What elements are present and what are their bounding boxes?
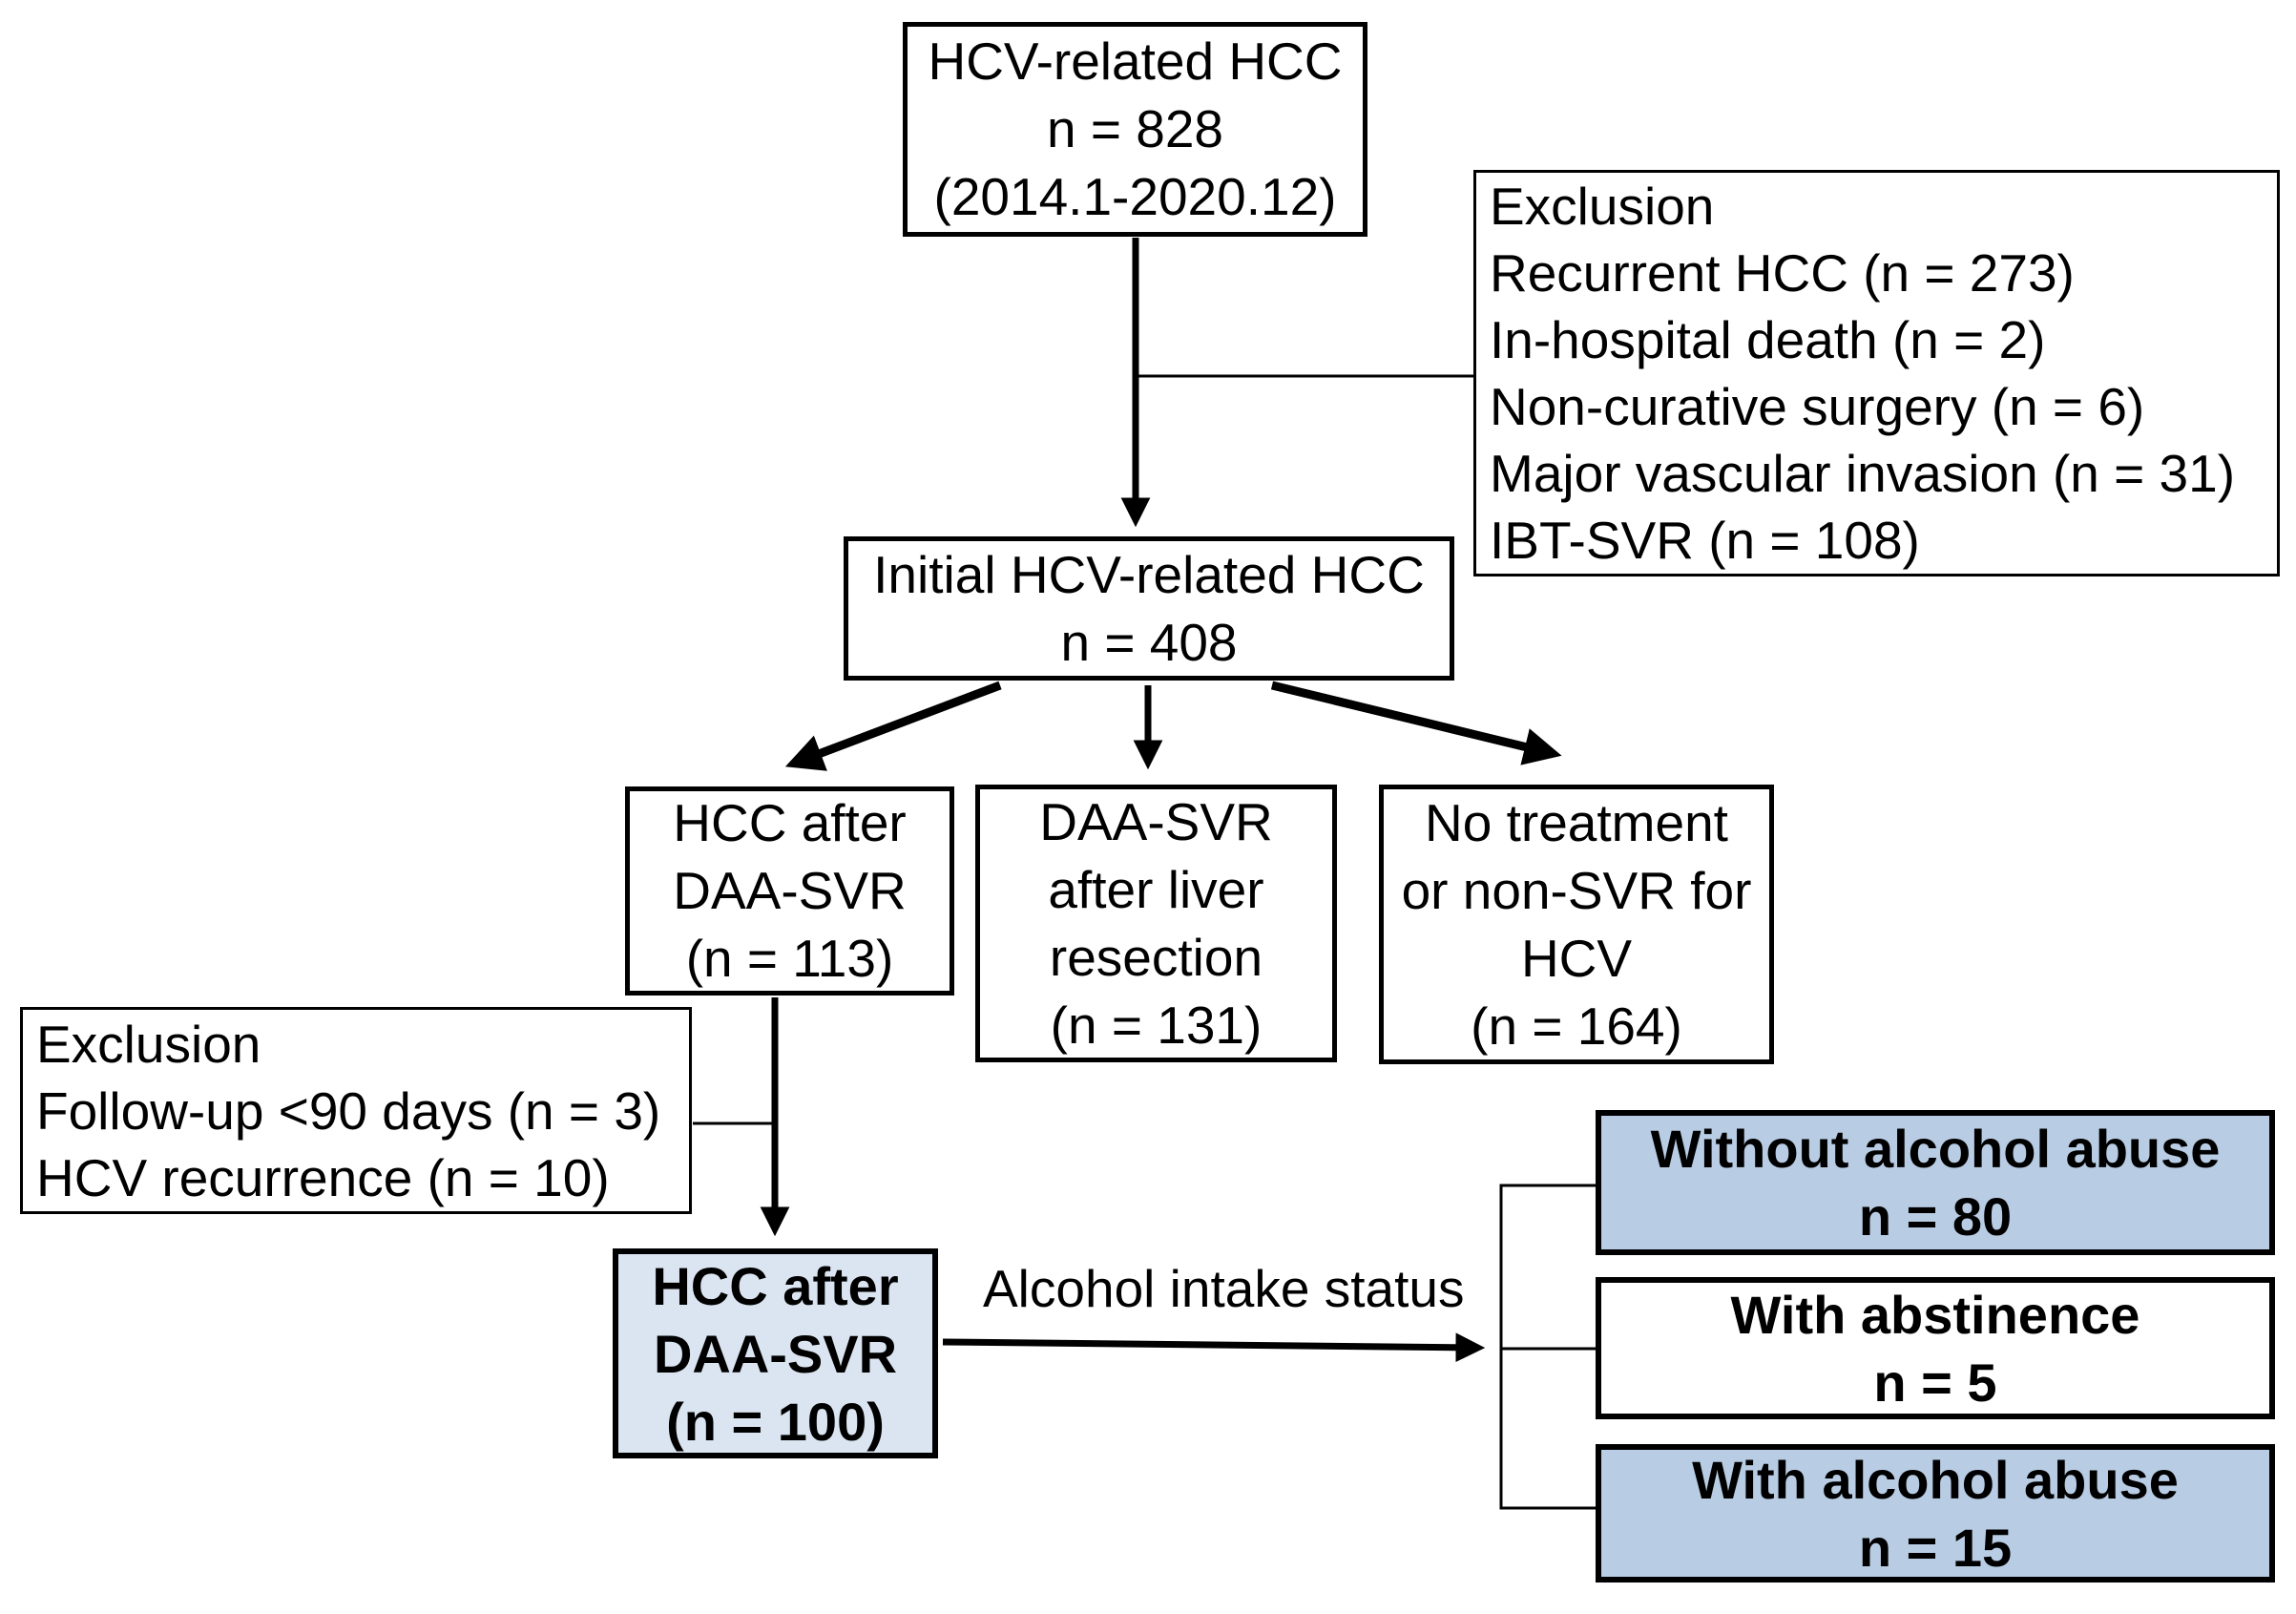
node-text-line: Major vascular invasion (n = 31) [1490,444,2236,503]
node-text-line: (n = 100) [666,1391,885,1452]
arrow-initial-to-hcc-after-daa-svr [784,681,1002,771]
node-exclusion-initial: Exclusion Recurrent HCC (n = 273) In-hos… [1473,170,2280,576]
bracket-alcohol-groups [1499,1184,1596,1510]
node-text-line: With abstinence [1730,1284,2140,1345]
node-text-line: Follow-up <90 days (n = 3) [36,1080,661,1141]
node-text-line: or non-SVR for [1401,860,1752,920]
node-text-line: (n = 164) [1471,996,1682,1056]
node-initial-hcv-related-hcc: Initial HCV-related HCC n = 408 [844,536,1454,681]
node-text-line: HCC after [652,1255,899,1316]
node-text-line: Non-curative surgery (n = 6) [1490,377,2145,436]
node-text-line: Recurrent HCC (n = 273) [1490,243,2075,303]
node-text-line: HCV-related HCC [928,31,1343,91]
arrow-initial-to-no-treatment [1270,681,1562,765]
node-text-line: n = 15 [1858,1517,2013,1578]
node-exclusion-followup: Exclusion Follow-up <90 days (n = 3) HCV… [20,1007,692,1214]
node-text-line: resection [1049,927,1263,987]
node-hcc-after-daa-svr: HCC after DAA-SVR (n = 113) [625,786,954,996]
node-text-line: (n = 131) [1050,995,1263,1055]
node-hcc-after-daa-svr-final: HCC after DAA-SVR (n = 100) [613,1248,938,1458]
node-text-line: Exclusion [36,1014,261,1074]
node-with-abstinence: With abstinence n = 5 [1596,1277,2275,1419]
node-text-line: With alcohol abuse [1692,1449,2179,1510]
node-text-line: DAA-SVR [1039,791,1273,851]
node-text-line: In-hospital death (n = 2) [1490,310,2046,369]
node-text-line: (n = 113) [685,929,894,988]
node-hcv-related-hcc: HCV-related HCC n = 828 (2014.1-2020.12) [903,22,1367,237]
node-text-line: n = 408 [1060,612,1238,672]
node-text-line: DAA-SVR [673,861,907,920]
node-with-alcohol-abuse: With alcohol abuse n = 15 [1596,1444,2275,1583]
node-text-line: IBT-SVR (n = 108) [1490,511,1920,570]
node-text-line: Initial HCV-related HCC [873,544,1425,604]
node-text-line: n = 80 [1858,1186,2013,1247]
node-text-line: No treatment [1425,792,1728,852]
node-text-line: DAA-SVR [653,1323,898,1384]
arrow-alcohol-intake-status [942,1332,1486,1363]
edge-label-alcohol-intake-status: Alcohol intake status [983,1259,1465,1318]
node-text-line: HCV [1520,928,1633,988]
node-text-line: HCV recurrence (n = 10) [36,1147,610,1207]
node-text-line: after liver [1048,859,1264,919]
node-text-line: HCC after [673,793,907,852]
node-text-line: n = 828 [1046,99,1224,158]
node-text-line: (2014.1-2020.12) [933,167,1337,226]
node-text-line: n = 5 [1873,1352,1997,1413]
node-text-line: Without alcohol abuse [1650,1119,2221,1179]
node-daa-svr-after-liver-resection: DAA-SVR after liver resection (n = 131) [975,785,1337,1062]
node-text-line: Exclusion [1490,177,1715,236]
node-no-treatment-or-non-svr: No treatment or non-SVR for HCV (n = 164… [1379,785,1774,1064]
node-without-alcohol-abuse: Without alcohol abuse n = 80 [1596,1110,2275,1255]
